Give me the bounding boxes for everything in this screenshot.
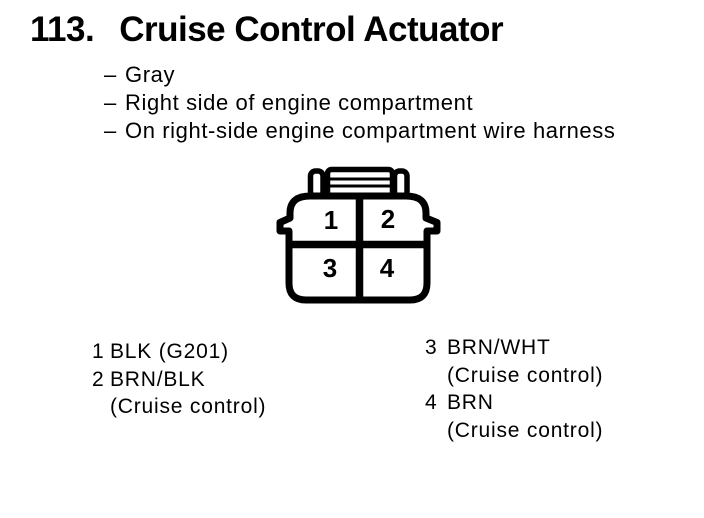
pin-number: 4 <box>380 253 395 283</box>
attribute-text: On right-side engine compartment wire ha… <box>125 118 616 143</box>
attribute-item: – Right side of engine compartment <box>104 89 615 117</box>
pin-number-label: 1 <box>92 340 105 363</box>
pinout-right-column: 3 BRN/WHT (Cruise control) 4 BRN (Cruise… <box>425 334 603 444</box>
attribute-text: Gray <box>125 62 176 87</box>
pin-description: BRN (Cruise control) <box>447 389 603 444</box>
item-number: 113. <box>30 10 95 49</box>
attribute-list: – Gray – Right side of engine compartmen… <box>104 61 615 145</box>
pin-number-label: 4 <box>425 391 438 414</box>
wire-function: (Cruise control) <box>447 363 604 387</box>
pin-number: 2 <box>381 204 395 234</box>
pin-cavity-grid <box>287 193 430 300</box>
dash-bullet: – <box>104 118 117 143</box>
attribute-item: – On right-side engine compartment wire … <box>104 117 615 145</box>
pin-entry: 2 BRN/BLK (Cruise control) <box>92 366 266 421</box>
pin-description: BLK (G201) <box>110 338 229 366</box>
pin-description: BRN/BLK (Cruise control) <box>110 366 266 421</box>
attribute-item: – Gray <box>104 61 615 89</box>
lock-tab-center <box>324 166 396 200</box>
wire-color: BRN/WHT <box>447 336 551 359</box>
pin-number: 1 <box>324 205 338 235</box>
wire-color: BLK (G201) <box>110 340 229 363</box>
wire-color: BRN <box>447 391 494 414</box>
page-title: 113. Cruise Control Actuator <box>30 10 504 50</box>
wire-color: BRN/BLK <box>110 367 206 391</box>
pin-description: BRN/WHT (Cruise control) <box>447 334 603 389</box>
pin-number: 3 <box>323 253 337 283</box>
dash-bullet: – <box>104 90 117 115</box>
pin-entry: 3 BRN/WHT (Cruise control) <box>425 334 603 389</box>
pin-entry: 1 BLK (G201) <box>92 338 266 366</box>
pin-entry: 4 BRN (Cruise control) <box>425 389 603 444</box>
title-text: Cruise Control Actuator <box>119 10 504 49</box>
wire-function: (Cruise control) <box>110 395 267 418</box>
pin-number-label: 3 <box>425 336 438 359</box>
attribute-text: Right side of engine compartment <box>125 90 474 115</box>
dash-bullet: – <box>104 62 117 87</box>
pin-numbers: 1 2 3 4 <box>323 204 395 283</box>
wire-function: (Cruise control) <box>447 418 604 442</box>
pinout-left-column: 1 BLK (G201) 2 BRN/BLK (Cruise control) <box>92 338 266 421</box>
pin-number-label: 2 <box>92 367 105 391</box>
connector-diagram: 1 2 3 4 <box>276 166 441 304</box>
